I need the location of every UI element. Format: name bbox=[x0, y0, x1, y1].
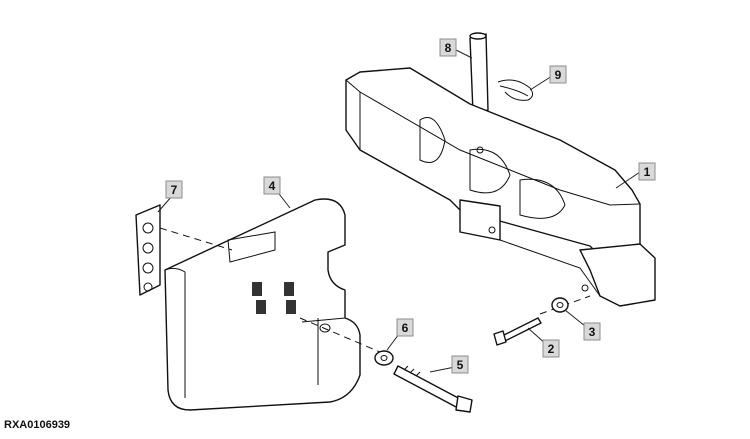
centerline-plate-to-weight bbox=[159, 227, 233, 251]
leader-9 bbox=[529, 75, 553, 91]
svg-text:7: 7 bbox=[171, 183, 178, 197]
pin-part-8 bbox=[469, 32, 489, 114]
svg-text:2: 2 bbox=[548, 342, 555, 356]
callout-2: 2 bbox=[542, 339, 560, 358]
leader-1 bbox=[615, 171, 641, 189]
plate-part-7 bbox=[135, 204, 161, 296]
figure-id-label: RXA0106939 bbox=[4, 419, 71, 431]
centerline-bolt-5 bbox=[299, 317, 381, 353]
svg-text:6: 6 bbox=[402, 321, 409, 335]
callout-4: 4 bbox=[263, 176, 281, 195]
hair-clip-part-9 bbox=[497, 79, 534, 101]
callout-5: 5 bbox=[451, 355, 469, 374]
leader-7 bbox=[157, 195, 173, 213]
suitcase-weight-part-4 bbox=[164, 198, 361, 411]
bolt-part-2 bbox=[493, 317, 542, 346]
callout-8: 8 bbox=[439, 38, 457, 57]
svg-text:1: 1 bbox=[644, 165, 651, 179]
leader-5 bbox=[429, 366, 456, 373]
callout-7: 7 bbox=[165, 180, 183, 199]
callout-6: 6 bbox=[396, 318, 414, 337]
svg-text:4: 4 bbox=[269, 179, 276, 193]
washer-part-3 bbox=[551, 297, 569, 313]
callout-3: 3 bbox=[583, 322, 601, 341]
svg-text:3: 3 bbox=[589, 325, 596, 339]
washer-part-6 bbox=[374, 350, 394, 366]
svg-text:9: 9 bbox=[555, 68, 562, 82]
ballast-frame-part-1 bbox=[345, 67, 656, 307]
svg-text:5: 5 bbox=[457, 358, 464, 372]
callout-9: 9 bbox=[549, 65, 567, 84]
svg-text:8: 8 bbox=[445, 41, 452, 55]
callout-1: 1 bbox=[638, 162, 656, 181]
bolt-part-5 bbox=[393, 365, 473, 413]
